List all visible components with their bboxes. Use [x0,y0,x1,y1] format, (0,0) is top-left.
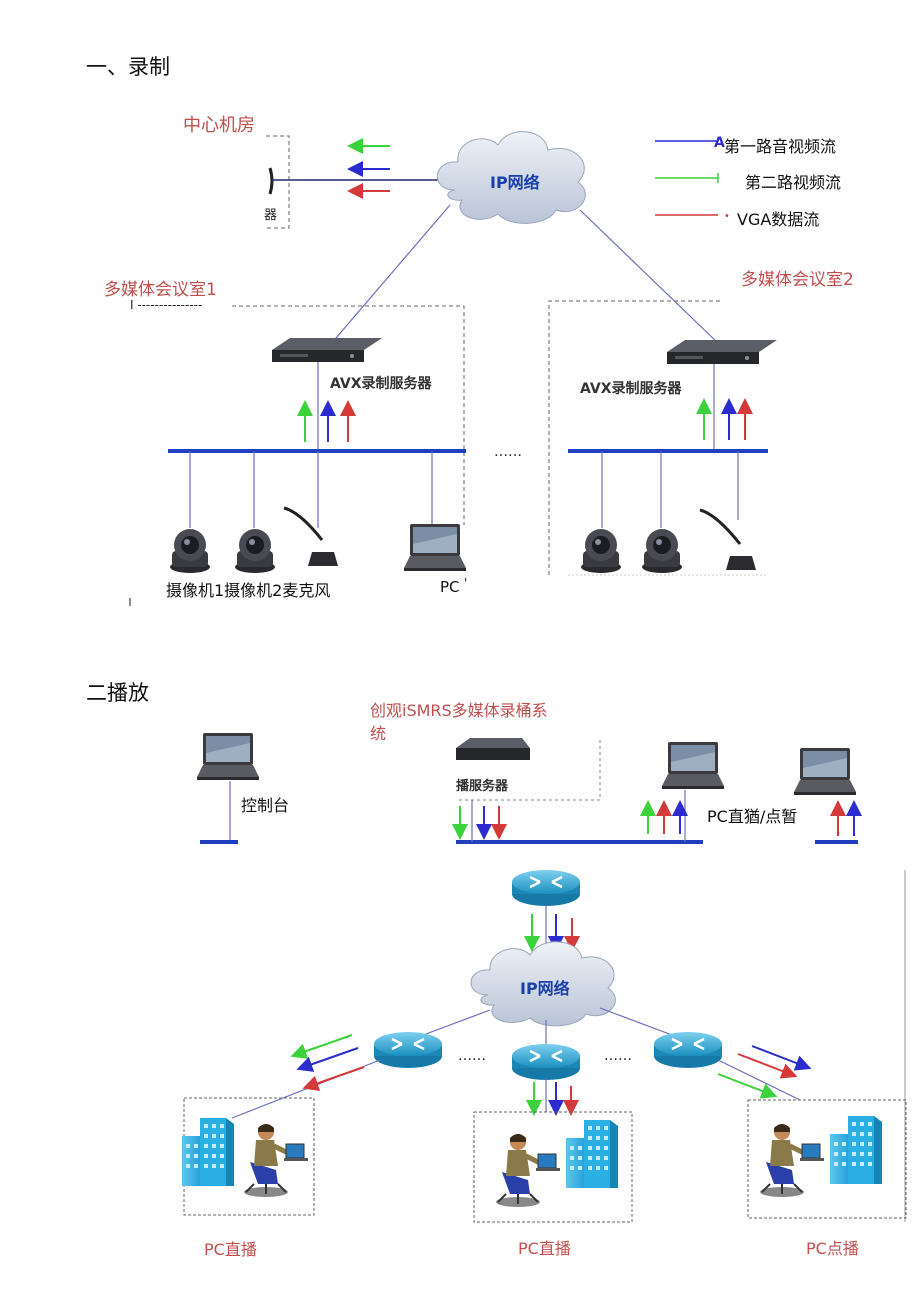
legend-stream1-label: 第一路音视频流 [724,137,837,156]
room2-frame [548,300,720,578]
section2-title: 二播放 [86,681,149,705]
room2-camera1-icon [581,529,621,573]
link-right-site [717,1059,801,1101]
camera1-icon [170,529,210,573]
right-router-icon [652,1030,724,1070]
ip-network-label-1: IP网络 [490,173,540,192]
room1-label: 多媒体会议室1 [104,280,217,300]
avx-server-1-icon [272,338,382,362]
center-room-frame [266,135,290,229]
site-right-user-icon [760,1124,824,1197]
playback-server-icon [456,738,530,760]
server-fragment-label: 器 [264,208,277,223]
avx-server-1-label: AVX录制服务器 [330,375,433,392]
section1-ellipsis: …… [494,444,522,460]
console-laptop-icon [197,733,259,780]
legend-stream2-label: 第二路视频流 [745,173,842,192]
ip-network-cloud-2: IP网络 [470,941,616,1027]
devices-label: 摄像机1摄像机2麦克风 [166,581,331,600]
pc-laptop-icon-room1 [404,524,466,571]
system-title-line2: 统 [370,724,387,743]
left-router-icon [372,1030,444,1070]
mid-router-icon [510,1042,582,1082]
right-arrow-green [717,1073,778,1099]
bottom-label-mid: PC直播 [518,1239,571,1258]
legend-stream3-label: VGA数据流 [737,210,820,229]
room1-dash-line: I --------------- [130,298,203,312]
left-arrow-green [290,1034,353,1059]
site-mid-building-icon [566,1120,618,1188]
site-mid-frame [473,1111,633,1223]
pc-live-laptop-icon [662,742,724,789]
site-right-frame [747,1099,907,1219]
left-arrow-red [302,1066,365,1091]
ellipsis-right: …… [604,1048,632,1064]
room2-camera2-icon [642,529,682,573]
site-right-building-icon [830,1116,882,1184]
camera2-icon [235,529,275,573]
top-router-icon [510,868,582,908]
legend-stream3-mark: • [724,211,730,222]
system-title-line1: 创观iSMRS多媒体录桶系 [370,701,548,720]
ip-network-label-2: IP网络 [520,979,570,998]
ip-network-cloud-1: IP网络 [436,131,586,224]
room2-label: 多媒体会议室2 [741,270,854,290]
avx-server-2-icon [667,340,777,364]
site-mid-user-icon [496,1134,560,1207]
right-arrow-blue [751,1045,812,1071]
link-cloud-router-right [599,1007,681,1039]
legend: A • [655,135,730,222]
microphone-icon [283,506,338,566]
server-edge-icon [268,167,274,195]
section1-title: 一、录制 [86,55,170,79]
link-cloud-server1 [329,204,451,346]
link-cloud-server2 [579,209,721,346]
pc-tick: ' [464,576,468,590]
pc-vod-laptop-icon [794,748,856,795]
ellipsis-left: …… [458,1048,486,1064]
playback-server-frame [456,740,601,801]
center-room-label: 中心机房 [183,115,255,136]
site-left-user-icon [244,1124,308,1197]
room2-microphone-icon [699,508,756,570]
avx-server-2-label: AVX录制服务器 [580,380,683,397]
legend-stream1-mark: A [714,135,725,151]
right-arrow-red [737,1053,798,1079]
bottom-label-left: PC直播 [204,1240,257,1259]
left-arrow-blue [296,1047,359,1072]
pc-live-vod-label: PC直猶/点暂 [707,807,798,826]
bottom-label-right: PC点播 [806,1239,859,1258]
playback-server-label: 播服务器 [456,778,509,794]
console-label: 控制台 [241,796,290,815]
site-left-building-icon [182,1118,234,1186]
pc-label: PC [440,578,460,596]
